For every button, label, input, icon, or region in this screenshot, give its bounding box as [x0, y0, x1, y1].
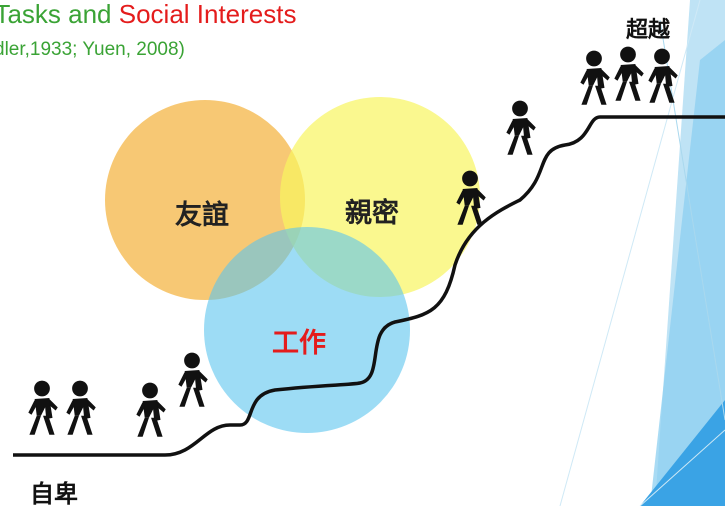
title-part-green: fe Tasks and — [0, 0, 112, 29]
label-work: 工作 — [272, 328, 326, 359]
walking-person-icon — [580, 50, 610, 105]
title-part-red: Social Interests — [118, 0, 297, 29]
walking-person-icon — [506, 100, 536, 155]
walking-person-icon — [66, 380, 96, 435]
label-superiority: 超越 — [626, 18, 671, 43]
staircase-line — [13, 115, 725, 457]
label-friendship: 友誼 — [175, 200, 229, 231]
label-inferiority: 自卑 — [30, 480, 78, 508]
walking-person-icon — [178, 352, 208, 407]
walking-person-icon — [614, 46, 644, 101]
slide-subtitle: dler,1933; Yuen, 2008) — [0, 39, 185, 60]
walking-person-icon — [136, 382, 166, 437]
background-decoration — [559, 0, 725, 506]
walking-person-icon — [28, 380, 58, 435]
slide-title: fe Tasks and Social Interests — [0, 0, 296, 30]
label-intimacy: 親密 — [345, 198, 399, 229]
